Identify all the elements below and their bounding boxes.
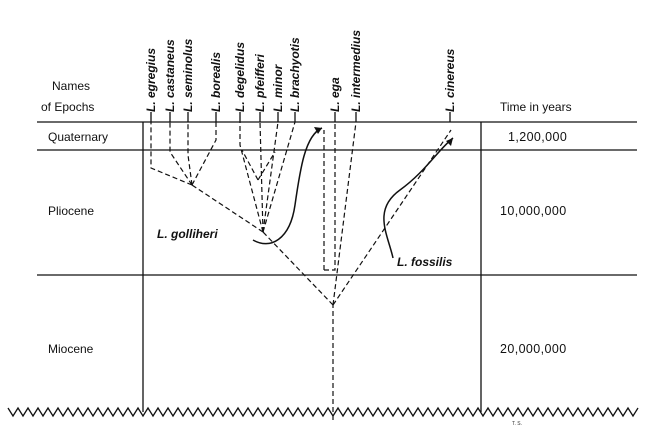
epoch-miocene: Miocene bbox=[48, 342, 94, 356]
fossil-label-fossilis: L. fossilis bbox=[397, 255, 453, 269]
epoch-quaternary: Quaternary bbox=[48, 130, 108, 144]
species-label-borealis: L. borealis bbox=[209, 52, 223, 112]
time-in-years-header: Time in years bbox=[500, 100, 572, 114]
arrowhead-fossilis bbox=[446, 138, 453, 146]
species-label-brachyotis: L. brachyotis bbox=[288, 37, 302, 112]
wavy-bottom-border bbox=[7, 406, 639, 418]
fossil-pointer-arrows bbox=[252, 127, 454, 259]
species-label-minor: L. minor bbox=[271, 63, 285, 112]
names-of-epochs-line1: Names bbox=[52, 79, 90, 93]
species-label-pfeifferi: L. pfeifferi bbox=[253, 54, 267, 112]
species-label-intermedius: L. intermedius bbox=[349, 30, 363, 112]
time-miocene: 20,000,000 bbox=[500, 342, 567, 356]
species-label-ega: L. ega bbox=[328, 77, 342, 112]
species-label-degelidus: L. degelidus bbox=[233, 42, 247, 112]
arrowhead-golliheri bbox=[314, 127, 322, 134]
epoch-pliocene: Pliocene bbox=[48, 204, 94, 218]
names-of-epochs-line2: of Epochs bbox=[41, 100, 94, 114]
species-leader-lines bbox=[150, 112, 451, 122]
species-label-egregius: L. egregius bbox=[144, 48, 158, 112]
species-label-cinereus: L. cinereus bbox=[443, 48, 457, 112]
time-quaternary: 1,200,000 bbox=[508, 130, 567, 144]
species-label-castaneus: L. castaneus bbox=[163, 39, 177, 112]
phylogeny-tree bbox=[150, 121, 452, 420]
artist-initials: T. S. bbox=[512, 421, 522, 427]
species-label-seminolus: L. seminolus bbox=[181, 38, 195, 112]
time-pliocene: 10,000,000 bbox=[500, 204, 567, 218]
fossil-label-golliheri: L. golliheri bbox=[157, 227, 218, 241]
epoch-table-frame bbox=[37, 121, 637, 412]
